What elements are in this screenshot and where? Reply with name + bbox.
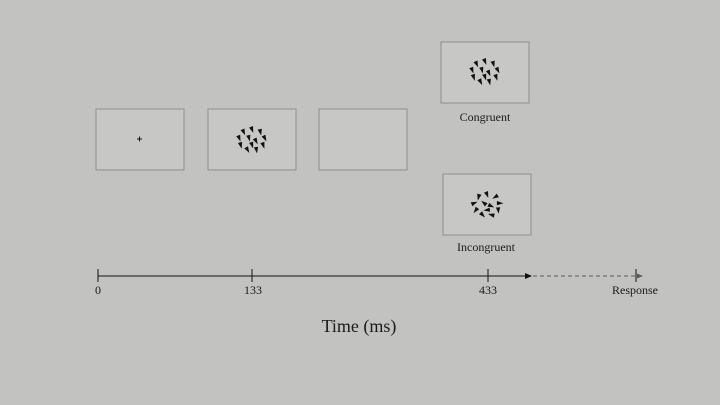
congruent-frame-box — [440, 41, 530, 104]
tick-label: 0 — [95, 283, 101, 297]
arrow-mark — [488, 213, 495, 218]
arrow-mark — [244, 146, 250, 153]
tick-label: 133 — [244, 283, 262, 297]
arrow-mark — [496, 201, 504, 206]
arrow-mark — [477, 78, 483, 86]
arrow-mark — [260, 141, 265, 149]
arrow-mark — [240, 128, 246, 136]
arrow-mark — [479, 66, 484, 74]
tick-label: 433 — [479, 283, 497, 297]
blank-frame — [318, 108, 408, 171]
arrow-mark — [236, 134, 241, 142]
arrow-mark — [482, 58, 487, 65]
arrow-mark — [252, 137, 258, 145]
arrow-mark — [470, 201, 478, 207]
arrow-mark — [486, 78, 491, 86]
arrow-cluster-icon — [236, 126, 267, 154]
arrow-mark — [261, 134, 267, 142]
arrow-mark — [494, 66, 500, 74]
arrow-mark — [246, 134, 251, 142]
arrow-mark — [473, 206, 480, 214]
fixation-cross-icon — [137, 136, 142, 142]
timeline-dashed-arrowhead-icon — [637, 273, 643, 279]
prime-frame — [207, 108, 297, 171]
arrow-mark — [249, 126, 254, 133]
arrow-mark — [485, 69, 491, 77]
arrow-mark — [253, 146, 259, 154]
axis-label: Time (ms) — [322, 316, 397, 337]
arrow-mark — [483, 207, 491, 212]
timeline: 0 133 433 Response Time (ms) — [95, 269, 658, 337]
arrow-mark — [473, 60, 479, 68]
arrow-mark — [487, 202, 495, 208]
congruent-frame: Congruent — [440, 41, 530, 124]
blank-frame-box — [318, 108, 408, 171]
arrow-mark — [257, 128, 262, 136]
congruent-label: Congruent — [460, 110, 511, 124]
arrow-mark — [249, 141, 254, 149]
arrow-mark — [481, 200, 488, 207]
arrow-mark — [237, 141, 243, 149]
arrow-mark — [469, 66, 474, 74]
incongruent-frame-box — [442, 173, 532, 236]
arrow-mark — [479, 211, 485, 218]
arrow-cluster-icon — [470, 191, 504, 218]
arrow-mark — [477, 193, 482, 201]
arrow-mark — [495, 207, 501, 214]
timeline-arrowhead-icon — [525, 273, 532, 279]
response-label: Response — [612, 283, 658, 297]
fixation-frame — [95, 108, 185, 171]
arrow-mark — [482, 73, 487, 81]
arrow-mark — [484, 191, 489, 198]
arrow-cluster-icon — [469, 58, 500, 86]
arrow-mark — [493, 73, 498, 81]
incongruent-frame: Incongruent — [442, 173, 532, 254]
arrow-mark — [470, 73, 475, 81]
arrow-mark — [492, 193, 499, 199]
incongruent-label: Incongruent — [457, 240, 516, 254]
prime-frame-box — [207, 108, 297, 171]
arrow-mark — [490, 60, 495, 68]
